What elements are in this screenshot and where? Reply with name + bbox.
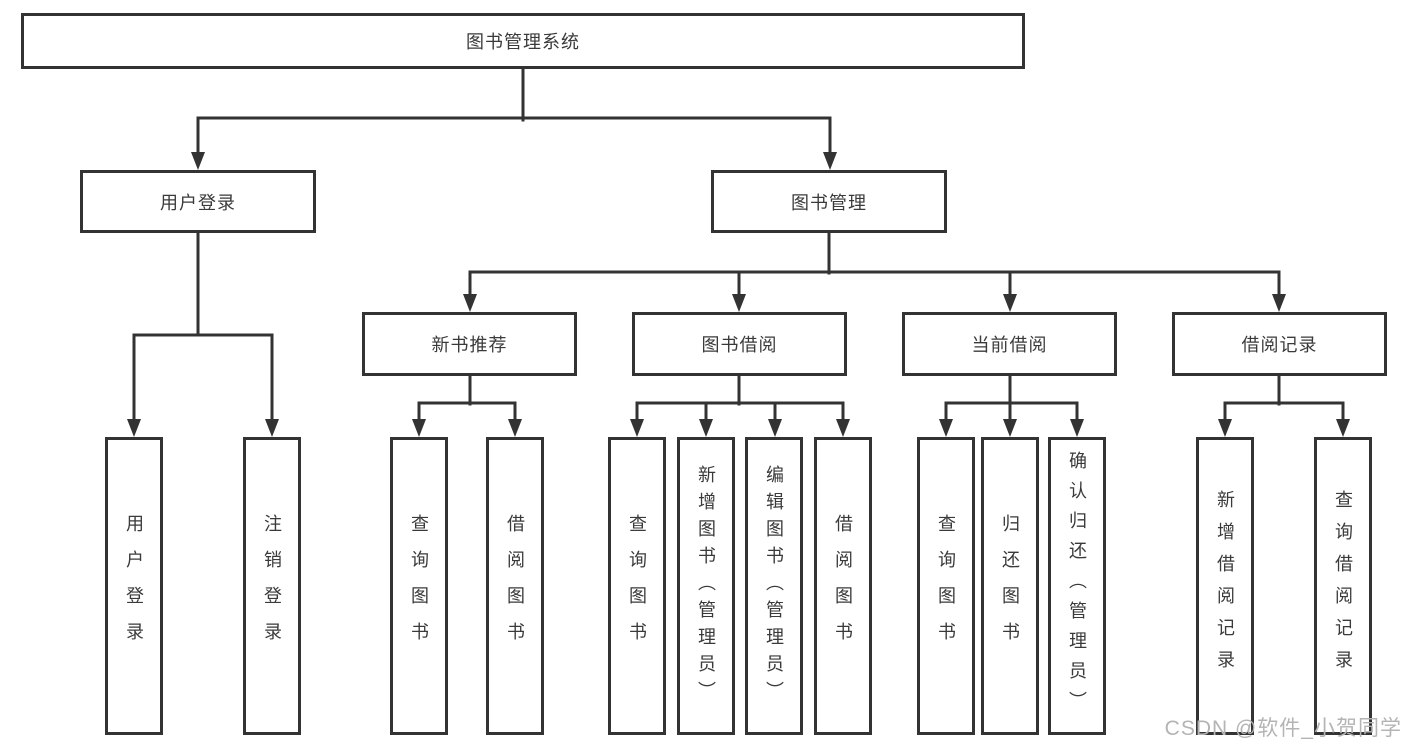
leaf-user-login: 用户登录: [105, 437, 163, 735]
leaf-return-book: 归还图书: [981, 437, 1039, 735]
node-label: 借阅图书: [833, 514, 853, 658]
node-label: 当前借阅: [971, 335, 1048, 355]
tree-edges: [132, 66, 1345, 425]
leaf-logout: 注销登录: [243, 437, 301, 735]
node-label: 查询图书: [409, 514, 429, 658]
node-label: 确认归还（管理员）: [1067, 451, 1087, 721]
node-label: 借阅图书: [505, 514, 525, 658]
node-system-root: 图书管理系统: [21, 13, 1025, 69]
csdn-watermark: CSDN @软件_小贺同学: [1164, 717, 1402, 740]
node-user-login: 用户登录: [80, 170, 316, 233]
node-label: 新增借阅记录: [1215, 490, 1235, 682]
leaf-query-borrow-record: 查询借阅记录: [1314, 437, 1372, 735]
node-book-management: 图书管理: [711, 170, 947, 233]
leaf-query-books-borrow: 查询图书: [608, 437, 666, 735]
node-label: 归还图书: [1000, 514, 1020, 658]
node-label: 图书借阅: [701, 335, 778, 355]
node-label: 查询图书: [936, 514, 956, 658]
node-new-book-recommend: 新书推荐: [362, 312, 577, 376]
node-label: 查询借阅记录: [1333, 490, 1353, 682]
leaf-borrow-books-recommend: 借阅图书: [486, 437, 544, 735]
leaf-borrow-books: 借阅图书: [814, 437, 872, 735]
node-label: 新增图书（管理员）: [696, 464, 716, 708]
node-book-borrowing: 图书借阅: [632, 312, 847, 376]
node-label: 注销登录: [262, 514, 282, 658]
node-label: 图书管理系统: [466, 32, 580, 52]
node-label: 图书管理: [791, 192, 867, 213]
leaf-add-borrow-record: 新增借阅记录: [1196, 437, 1254, 735]
node-label: 用户登录: [160, 192, 236, 213]
node-label: 借阅记录: [1241, 335, 1318, 355]
node-borrowing-records: 借阅记录: [1172, 312, 1387, 376]
leaf-confirm-return-admin: 确认归还（管理员）: [1048, 437, 1106, 735]
node-label: 编辑图书（管理员）: [764, 464, 784, 708]
node-label: 新书推荐: [431, 335, 508, 355]
leaf-query-books-current: 查询图书: [917, 437, 975, 735]
leaf-add-book-admin: 新增图书（管理员）: [677, 437, 735, 735]
leaf-edit-book-admin: 编辑图书（管理员）: [745, 437, 803, 735]
node-label: 用户登录: [124, 514, 144, 658]
leaf-query-books-recommend: 查询图书: [390, 437, 448, 735]
node-current-borrowing: 当前借阅: [902, 312, 1117, 376]
arrow-heads: [127, 152, 1350, 437]
node-label: 查询图书: [627, 514, 647, 658]
